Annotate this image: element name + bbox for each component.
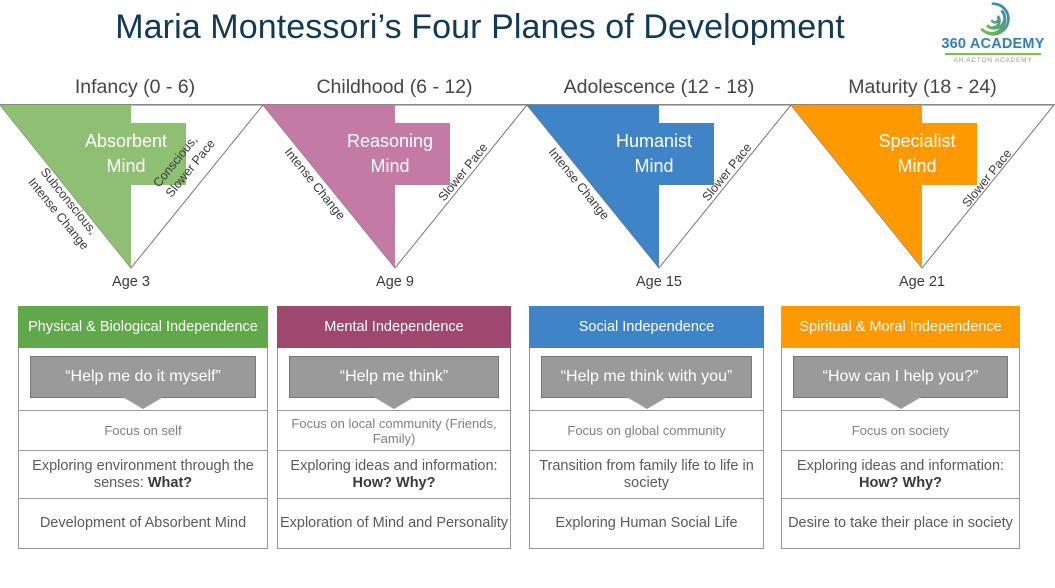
plane-header-infancy: Infancy (0 - 6) xyxy=(74,76,196,98)
card-development-row: Development of Absorbent Mind xyxy=(18,499,268,549)
svg-text:Humanist: Humanist xyxy=(616,131,692,151)
card-development-row: Exploration of Mind and Personality xyxy=(277,499,511,549)
speech-bubble: “Help me do it myself” xyxy=(30,356,256,398)
svg-text:Specialist: Specialist xyxy=(878,131,955,151)
explore-text: Exploring environment through the senses… xyxy=(32,457,254,491)
svg-text:Mind: Mind xyxy=(897,156,936,176)
plane-triangle-infancy: Absorbent Mind Subconscious, Intense Cha… xyxy=(0,104,265,290)
spiral-icon xyxy=(980,2,1010,36)
plane-triangle-maturity: Specialist Mind Slower Pace Age 21 xyxy=(789,104,1055,290)
plane-header-adolescence: Adolescence (12 - 18) xyxy=(563,76,755,98)
explore-emphasis: What? xyxy=(147,474,193,491)
explore-text: Exploring ideas and information: xyxy=(290,457,498,474)
explore-emphasis: How? Why? xyxy=(352,474,436,491)
card-spiritual-moral: Spiritual & Moral Independence “How can … xyxy=(781,306,1020,549)
plane-header-childhood: Childhood (6 - 12) xyxy=(316,76,473,98)
card-quote-row: “How can I help you?” xyxy=(781,348,1020,411)
card-quote-row: “Help me think with you” xyxy=(529,348,764,411)
plane-header-maturity: Maturity (18 - 24) xyxy=(848,76,997,98)
age-marker-15: Age 15 xyxy=(636,274,682,290)
explore-text: Transition from family life to life in s… xyxy=(539,457,754,491)
logo-underline xyxy=(945,53,1041,55)
age-marker-3: Age 3 xyxy=(112,274,150,290)
card-mental: Mental Independence “Help me think” Focu… xyxy=(277,306,511,549)
speech-bubble: “How can I help you?” xyxy=(793,356,1008,398)
speech-bubble-tail-icon xyxy=(372,396,416,409)
card-header: Mental Independence xyxy=(277,306,511,348)
card-focus-row: Focus on global community xyxy=(529,411,764,451)
planes-triangle-band: Absorbent Mind Subconscious, Intense Cha… xyxy=(0,104,1055,290)
card-quote-row: “Help me do it myself” xyxy=(18,348,268,411)
card-quote-row: “Help me think” xyxy=(277,348,511,411)
card-focus-row: Focus on society xyxy=(781,411,1020,451)
speech-bubble-tail-icon xyxy=(878,396,923,409)
card-focus-row: Focus on self xyxy=(18,411,268,451)
plane-triangle-adolescence: Humanist Mind Intense Change Slower Pace… xyxy=(525,104,793,290)
page-title: Maria Montessori’s Four Planes of Develo… xyxy=(115,8,845,46)
plane-triangle-childhood: Reasoning Mind Intense Change Slower Pac… xyxy=(261,104,529,290)
card-physical-biological: Physical & Biological Independence “Help… xyxy=(18,306,268,549)
age-marker-21: Age 21 xyxy=(899,274,945,290)
card-explore-row: Exploring environment through the senses… xyxy=(18,451,268,499)
logo-name: 360 ACADEMY xyxy=(941,36,1045,52)
card-explore-row: Transition from family life to life in s… xyxy=(529,451,764,499)
card-focus-row: Focus on local community (Friends, Famil… xyxy=(277,411,511,451)
card-header: Spiritual & Moral Independence xyxy=(781,306,1020,348)
explore-emphasis: How? Why? xyxy=(859,474,942,491)
svg-text:Mind: Mind xyxy=(106,156,145,176)
card-social: Social Independence “Help me think with … xyxy=(529,306,764,549)
logo-tagline: AN ACTON ACADEMY xyxy=(953,57,1033,64)
brand-logo: 360 ACADEMY AN ACTON ACADEMY xyxy=(939,2,1047,66)
svg-text:Mind: Mind xyxy=(634,156,673,176)
svg-text:Reasoning: Reasoning xyxy=(347,131,433,151)
speech-bubble: “Help me think” xyxy=(289,356,499,398)
card-header: Social Independence xyxy=(529,306,764,348)
speech-bubble: “Help me think with you” xyxy=(541,356,752,398)
title-bar: Maria Montessori’s Four Planes of Develo… xyxy=(0,0,1055,72)
speech-bubble-tail-icon xyxy=(624,396,669,409)
card-explore-row: Exploring ideas and information: How? Wh… xyxy=(277,451,511,499)
age-marker-9: Age 9 xyxy=(376,274,414,290)
card-header: Physical & Biological Independence xyxy=(18,306,268,348)
card-development-row: Exploring Human Social Life xyxy=(529,499,764,549)
svg-text:Mind: Mind xyxy=(370,156,409,176)
card-development-row: Desire to take their place in society xyxy=(781,499,1020,549)
card-explore-row: Exploring ideas and information: How? Wh… xyxy=(781,451,1020,499)
explore-text: Exploring ideas and information: xyxy=(796,457,1005,474)
speech-bubble-tail-icon xyxy=(121,396,165,409)
svg-text:Absorbent: Absorbent xyxy=(85,131,167,151)
